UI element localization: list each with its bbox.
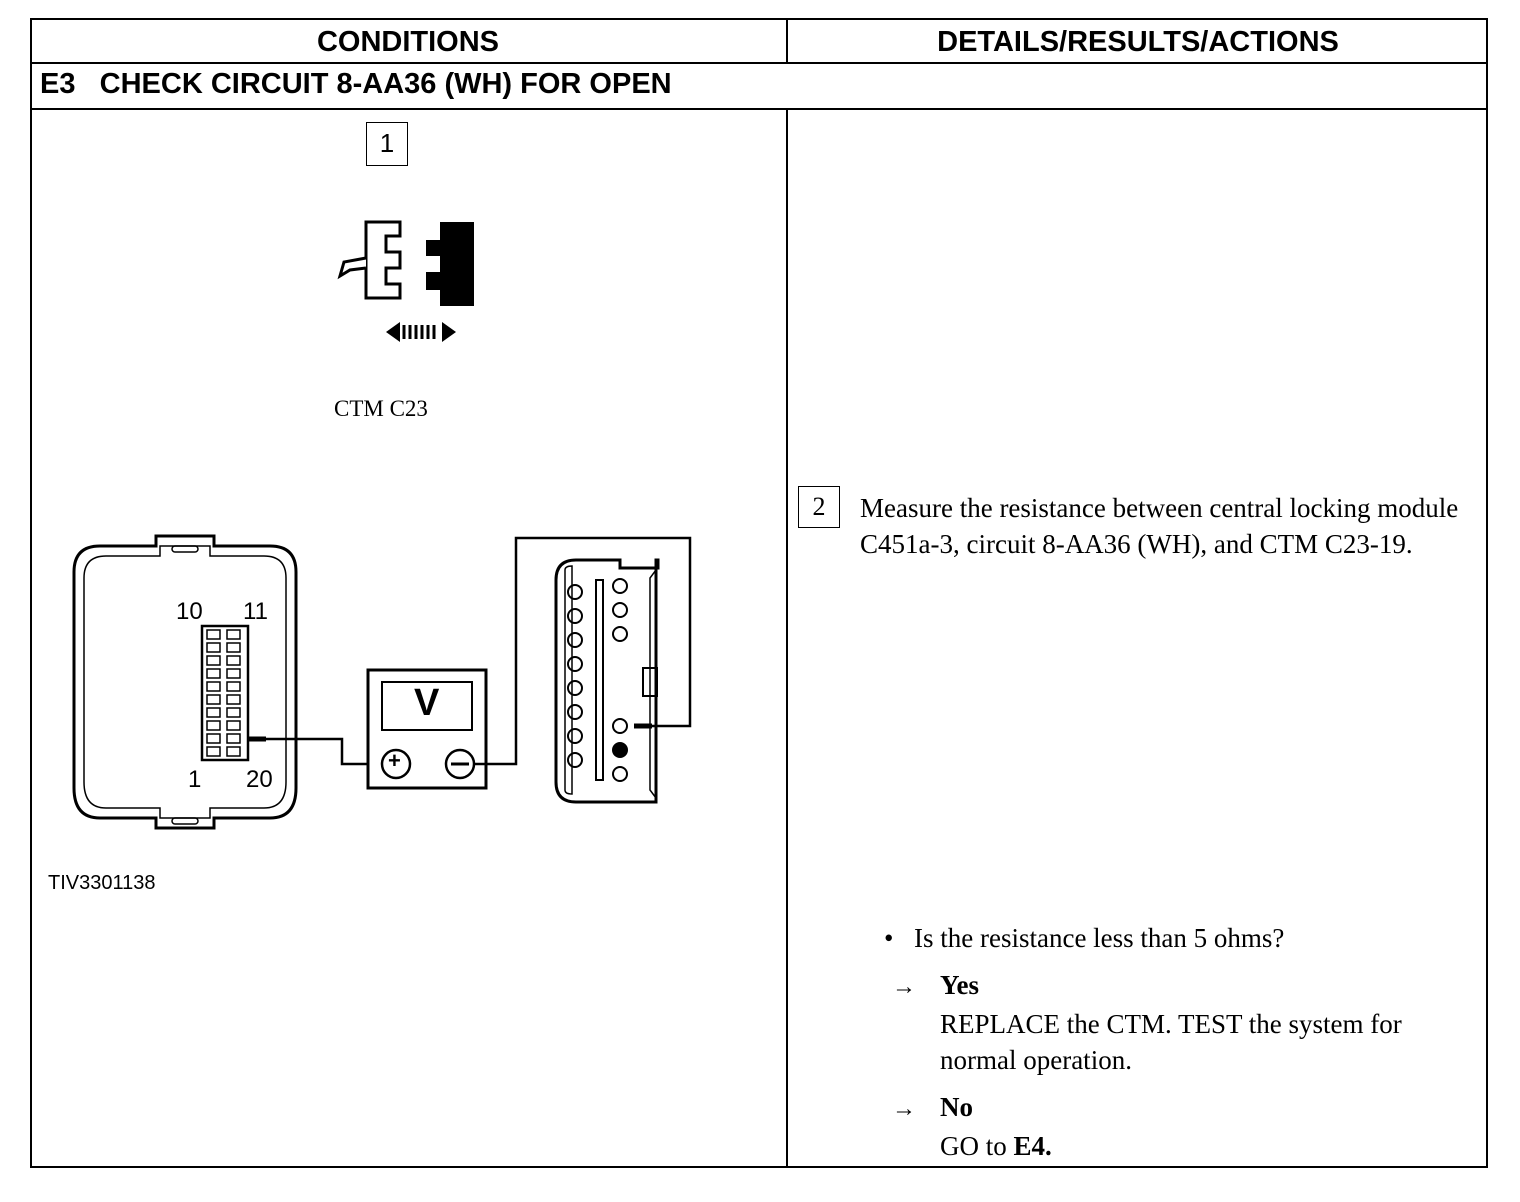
no-action-prefix: GO to [940,1131,1014,1161]
module-pin [206,694,221,705]
no-label: No [940,1092,973,1122]
module-pin [206,720,221,731]
module-pin [206,746,221,757]
column-divider [786,108,788,1168]
pin-label-10: 10 [176,598,203,625]
pin-grid [206,629,241,757]
module-pin [206,668,221,679]
module-pin [226,655,241,666]
no-action-text: GO to E4. [940,1128,1052,1164]
disconnected-connector-icon [337,220,474,342]
conditions-header: CONDITIONS [316,26,500,58]
ctm-pins [567,578,628,782]
table-frame [30,18,1488,1168]
module-pin [206,681,221,692]
module-pin [206,733,221,744]
ctm-pin-19-blocked [612,742,628,758]
step-title-divider [30,108,1488,110]
meter-positive-terminal [380,748,412,780]
step-title: E3 CHECK CIRCUIT 8-AA36 (WH) FOR OPEN [40,68,672,100]
step-number-box: 2 [798,486,840,528]
module-pin [226,746,241,757]
header-divider [30,62,1488,64]
meter-plus-sign: + [388,748,401,773]
pin-label-20: 20 [246,766,273,793]
module-pin [226,733,241,744]
measurement-diagram [72,534,692,830]
module-pin [206,642,221,653]
connector-label: CTM C23 [334,396,428,421]
no-action-target: E4. [1013,1131,1052,1161]
yes-arrow-icon: → [892,974,916,1000]
pin-block [200,624,250,762]
module-pin [226,694,241,705]
module-pin [226,720,241,731]
module-pin [206,629,221,640]
negative-lead [474,536,692,766]
module-pin [206,655,221,666]
module-pin [226,668,241,679]
question-text: Is the resistance less than 5 ohms? [914,923,1285,953]
bullet: • [884,923,894,953]
column-divider-top [786,18,788,64]
module-pin [226,681,241,692]
instruction-text: Measure the resistance between central l… [860,493,1459,559]
positive-lead [248,737,368,766]
meter-display [381,681,473,731]
module-pin [226,642,241,653]
multimeter [366,668,488,790]
step-number-box: 1 [366,122,408,166]
meter-symbol: V [414,682,440,724]
module-pin [226,629,241,640]
module-pin [226,707,241,718]
module-housing [72,534,298,830]
no-arrow-icon: → [892,1096,916,1122]
figure-id: TIV3301138 [48,872,156,894]
details-header: DETAILS/RESULTS/ACTIONS [937,26,1339,58]
pin-label-11: 11 [243,598,268,625]
module-pin [206,707,221,718]
pin-label-1: 1 [188,766,202,793]
yes-action-text: REPLACE the CTM. TEST the system for nor… [940,1009,1402,1075]
yes-label: Yes [940,970,979,1000]
